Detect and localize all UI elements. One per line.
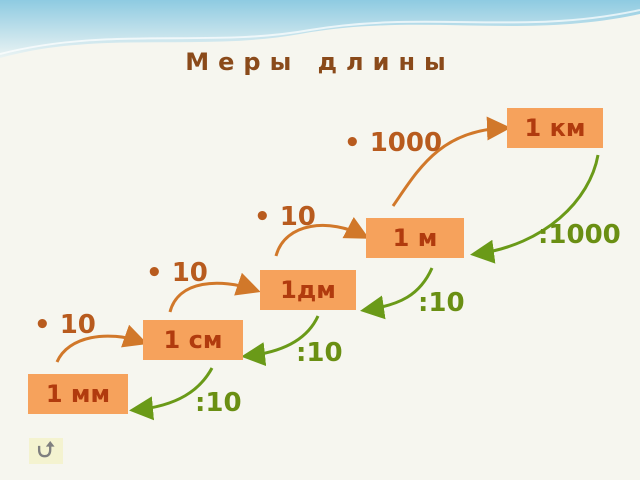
multiply-arrow (391, 116, 511, 207)
divisor-km-m: :1000 (538, 220, 621, 250)
divisor-m-dm: :10 (418, 288, 465, 318)
divisor-cm-mm: :10 (195, 388, 242, 418)
divide-arrow (360, 267, 434, 320)
page-title: Меры длины (185, 48, 455, 76)
u-turn-arrow-icon: ⮍ (37, 438, 55, 463)
back-button[interactable]: ⮍ (29, 438, 63, 464)
multiplier-cm: • 10 (34, 310, 96, 340)
multiply-arrow (168, 272, 261, 313)
divide-arrow (241, 315, 320, 367)
multiply-arrow (274, 216, 370, 257)
unit-km: 1 км (507, 108, 603, 148)
multiplier-dm: • 10 (146, 258, 208, 288)
multiply-arrow (55, 324, 148, 363)
wave-line (0, 9, 640, 55)
unit-cm: 1 см (143, 320, 243, 360)
divide-arrow (470, 154, 600, 264)
divide-arrow (129, 367, 214, 421)
unit-m: 1 м (366, 218, 464, 258)
multiplier-m: • 10 (254, 202, 316, 232)
divisor-dm-cm: :10 (296, 338, 343, 368)
multiplier-km: • 1000 (344, 128, 443, 158)
unit-dm: 1дм (260, 270, 356, 310)
unit-mm: 1 мм (28, 374, 128, 414)
